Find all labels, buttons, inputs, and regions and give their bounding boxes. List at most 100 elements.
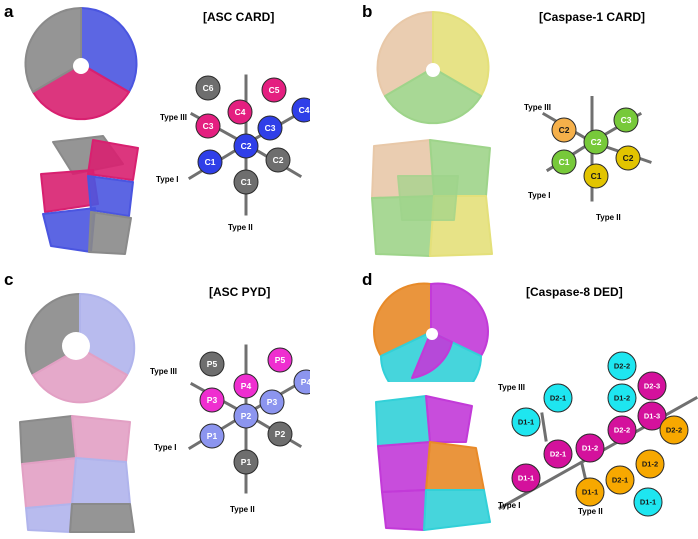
panel-title-asc-card: [ASC CARD] (203, 10, 275, 24)
type-iii-label: Type III (498, 383, 525, 392)
domain-node-label: C4 (235, 107, 246, 117)
domain-node (543, 383, 573, 413)
domain-node (291, 97, 310, 123)
domain-node (197, 149, 223, 175)
structure-segment (21, 457, 77, 509)
panel-letter-b: b (362, 2, 373, 21)
domain-node (199, 423, 225, 449)
structure-segment (87, 139, 139, 181)
domain-node-label: P1 (241, 457, 252, 467)
structure-segment (377, 441, 431, 493)
domain-node-label: P4 (301, 377, 310, 387)
panel-letter-c: c (4, 270, 14, 289)
asc-pyd-filament-side-view (19, 415, 135, 533)
domain-node (257, 115, 283, 141)
domain-node (233, 449, 259, 475)
domain-node-label: D2-1 (550, 394, 566, 403)
domain-node (551, 117, 577, 143)
domain-node-label: P5 (275, 355, 286, 365)
type-i-label: Type I (156, 175, 179, 184)
type-ii-label: Type II (596, 213, 621, 222)
domain-node-label: D2-2 (666, 426, 682, 435)
domain-node-label: C3 (621, 115, 632, 125)
structure-segment (69, 503, 135, 533)
structure-sector-pink (32, 347, 128, 404)
structure-segment (88, 211, 132, 255)
domain-node (195, 113, 221, 139)
asc-pyd-filament-top-view (24, 292, 136, 404)
domain-node (575, 477, 605, 507)
domain-node-label: D1-1 (518, 474, 534, 483)
domain-node-label: C1 (591, 171, 602, 181)
domain-node-label: C2 (241, 141, 252, 151)
domain-node (575, 433, 605, 463)
domain-node (615, 145, 641, 171)
domain-node (633, 487, 663, 517)
domain-node-label: D2-2 (614, 426, 630, 435)
domain-node-label: C3 (265, 123, 276, 133)
domain-node-label: C2 (273, 155, 284, 165)
domain-node (195, 75, 221, 101)
structure-segment (423, 489, 491, 531)
caspase8-ded-filament-side-view (375, 395, 491, 531)
domain-node-label: D1-1 (518, 418, 534, 427)
domain-node (659, 415, 689, 445)
domain-node (605, 465, 635, 495)
asc-card-filament-top-view (24, 7, 138, 121)
domain-node-label: C1 (559, 157, 570, 167)
type-iii-label: Type III (150, 367, 177, 376)
structure-segment (25, 503, 73, 533)
domain-node-label: D1-3 (644, 412, 660, 421)
structure-segment (71, 415, 131, 463)
panel-letter-a: a (4, 2, 14, 21)
panel-title-asc-pyd: [ASC PYD] (209, 285, 271, 299)
structure-segment (375, 395, 431, 447)
domain-node-label: D2-1 (612, 476, 628, 485)
domain-node-label: C4 (299, 105, 310, 115)
structure-sector-green (384, 67, 482, 125)
filament-lumen (426, 63, 440, 77)
structure-segment (425, 395, 473, 443)
domain-node-label: D2-1 (550, 450, 566, 459)
domain-node-label: C5 (269, 85, 280, 95)
structure-segment (42, 207, 96, 253)
domain-node (261, 77, 287, 103)
domain-node (637, 371, 667, 401)
domain-node-label: C1 (205, 157, 216, 167)
domain-node (607, 415, 637, 445)
domain-node (293, 369, 310, 395)
domain-node-label: D1-2 (582, 444, 598, 453)
domain-node-label: C3 (203, 121, 214, 131)
structure-segment (381, 489, 427, 531)
domain-node-label: P4 (241, 381, 252, 391)
type-ii-label: Type II (578, 507, 603, 516)
domain-node (613, 107, 639, 133)
structure-segment (87, 175, 134, 217)
domain-node (511, 407, 541, 437)
panel-title-caspase8-ded: [Caspase-8 DED] (526, 285, 623, 299)
domain-node-label: P2 (275, 429, 286, 439)
domain-node-label: D1-1 (640, 498, 656, 507)
type-ii-label: Type II (230, 505, 255, 514)
domain-node-label: D2-2 (614, 362, 630, 371)
structure-sector-magenta (32, 63, 130, 121)
interface-line (540, 412, 548, 442)
structure-segment (425, 441, 485, 491)
filament-lumen (73, 58, 89, 74)
panel-title-caspase1-card: [Caspase-1 CARD] (539, 10, 646, 24)
panel-letter-d: d (362, 270, 373, 289)
domain-node (233, 373, 259, 399)
domain-node (583, 163, 609, 189)
domain-node (511, 463, 541, 493)
structure-sector-purple (411, 331, 453, 379)
structure-segment (19, 415, 77, 465)
type-i-label: Type I (154, 443, 177, 452)
type-ii-label: Type II (228, 223, 253, 232)
